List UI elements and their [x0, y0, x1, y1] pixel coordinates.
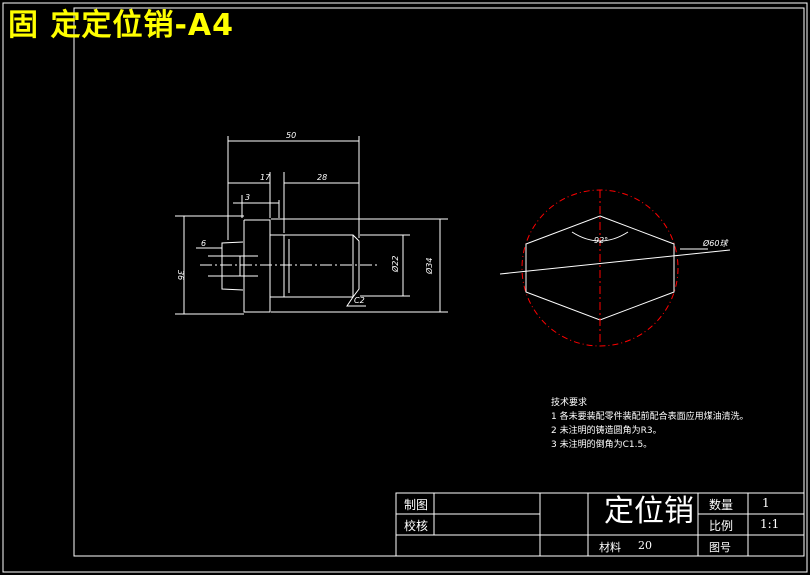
tech-item-2: 2 未注明的铸造圆角为R3。 — [551, 426, 662, 436]
tech-item-3: 3 未注明的倒角为C1.5。 — [551, 440, 653, 450]
dim-dia34: Ø34 — [424, 258, 434, 275]
tech-heading: 技术要求 — [551, 398, 588, 408]
dim-angle: 92° — [594, 236, 608, 245]
dim-dia60-ball: Ø60球 — [702, 238, 728, 248]
checked-label: 校核 — [404, 519, 429, 533]
front-view — [175, 136, 448, 315]
front-view-dimensions: 50 17 28 3 6 36 Ø22 Ø34 C2 — [176, 131, 434, 305]
dim-dia22: Ø22 — [390, 256, 400, 273]
drawn-label: 制图 — [404, 498, 429, 512]
tech-item-1: 1 各未要装配零件装配前配合表面应用煤油清洗。 — [551, 412, 749, 422]
material-value: 20 — [638, 539, 652, 552]
dim-c2: C2 — [354, 296, 365, 305]
side-view-dimensions: 92° Ø60球 — [594, 236, 728, 248]
dim-3: 3 — [245, 193, 250, 202]
scale-label: 比例 — [709, 519, 734, 533]
quantity-label: 数量 — [709, 498, 734, 512]
dim-17: 17 — [260, 173, 271, 182]
dim-36: 36 — [176, 270, 185, 280]
material-label: 材料 — [599, 541, 621, 554]
part-name: 定位销 — [604, 494, 694, 529]
dim-28: 28 — [317, 173, 327, 182]
technical-requirements: 技术要求 1 各未要装配零件装配前配合表面应用煤油清洗。 2 未注明的铸造圆角为… — [551, 396, 749, 452]
quantity-value: 1 — [762, 496, 770, 510]
dim-overall-length: 50 — [286, 131, 296, 140]
title-block — [395, 492, 805, 557]
dim-6: 6 — [201, 239, 206, 248]
scale-value: 1:1 — [760, 517, 780, 531]
drawing-title: 固 定定位销-A4 — [8, 8, 234, 43]
side-view — [499, 189, 731, 347]
drawing-no-label: 图号 — [709, 541, 731, 554]
